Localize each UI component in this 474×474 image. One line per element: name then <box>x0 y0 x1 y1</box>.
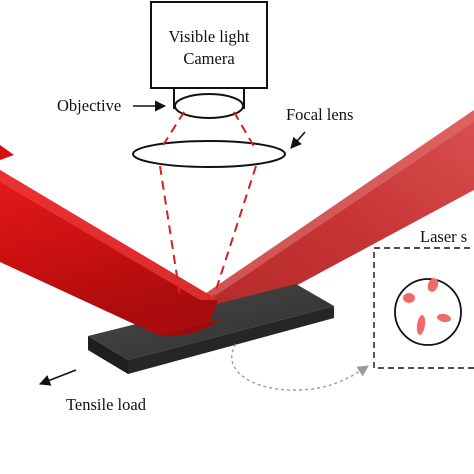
incident-laser-beam <box>0 170 222 337</box>
beam-direction-arrowhead <box>0 145 14 160</box>
speckle-pattern-icon <box>394 278 462 346</box>
tensile-load-label: Tensile load <box>66 395 147 414</box>
tensile-load-arrow-icon <box>38 369 77 386</box>
optical-path-lines <box>159 111 257 297</box>
focal-lens <box>132 140 286 168</box>
camera-label-line2: Camera <box>183 49 235 68</box>
reflected-laser-beam <box>196 110 474 318</box>
focal-lens-label: Focal lens <box>286 105 353 124</box>
objective-label: Objective <box>57 96 121 115</box>
laser-speckle-label: Laser s <box>420 227 467 246</box>
objective-lens <box>174 93 244 119</box>
focal-lens-arrow-icon <box>290 131 306 149</box>
camera-label-line1: Visible light <box>168 27 249 46</box>
curved-arrow-icon <box>230 343 369 391</box>
